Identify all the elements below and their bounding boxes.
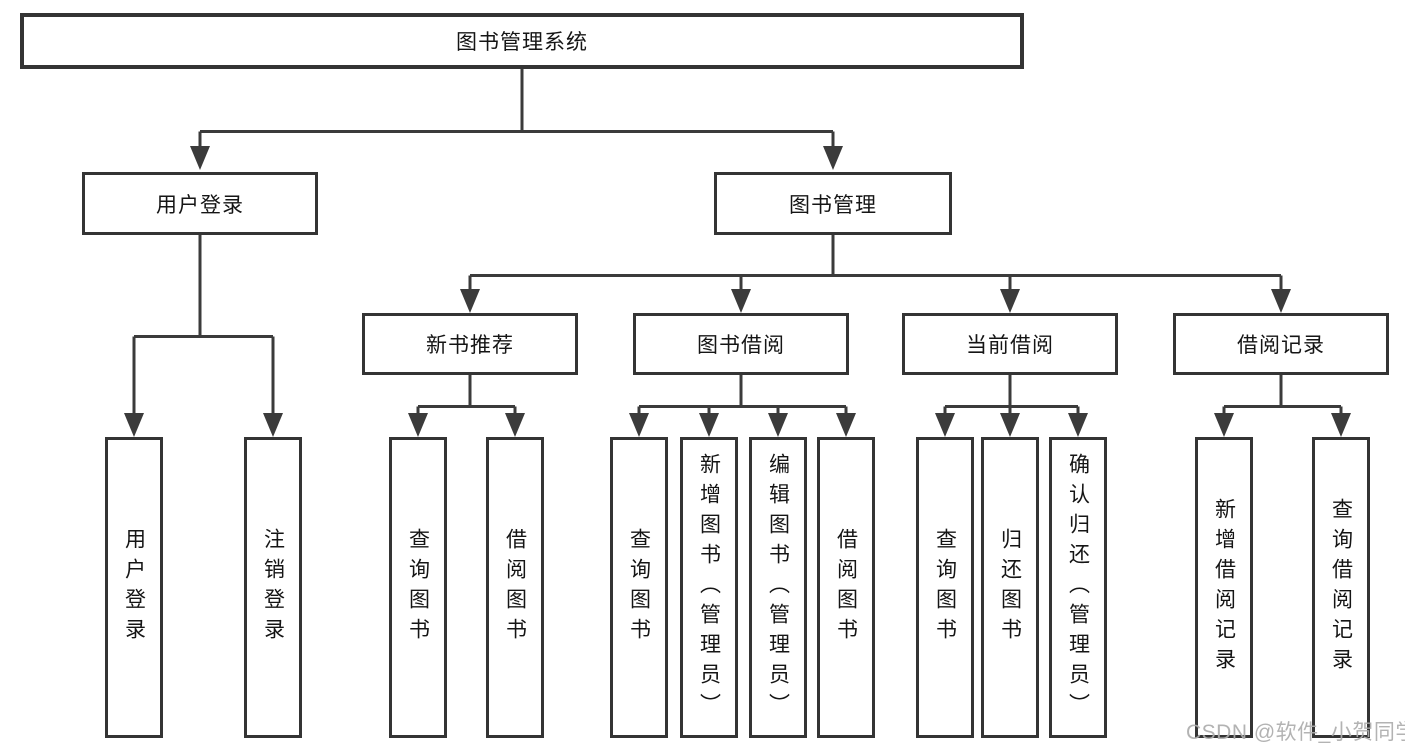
leaf-query-borrow-record-label: 查询借阅记录: [1329, 497, 1353, 678]
leaf-add-book-admin: 新增图书（管理员）: [680, 437, 738, 738]
arrowhead-icon: [1271, 289, 1291, 313]
leaf-user-login: 用户登录: [105, 437, 163, 738]
leaf-logout-label: 注销登录: [261, 527, 285, 648]
arrowhead-icon: [836, 413, 856, 437]
connector-recommend-to-leaves: [408, 375, 525, 437]
leaf-add-book-admin-label: 新增图书（管理员）: [697, 452, 721, 723]
leaf-borrow-book-label: 借阅图书: [834, 527, 858, 648]
arrowhead-icon: [408, 413, 428, 437]
node-new-book-recommend: 新书推荐: [362, 313, 578, 375]
leaf-recommend-borrow-book: 借阅图书: [486, 437, 544, 738]
arrowhead-icon: [731, 289, 751, 313]
node-root-label: 图书管理系统: [456, 31, 588, 54]
arrowhead-icon: [699, 413, 719, 437]
connector-borrow-to-leaves: [629, 375, 856, 437]
leaf-user-login-label: 用户登录: [122, 527, 146, 648]
node-new-book-recommend-label: 新书推荐: [426, 334, 514, 357]
node-book-borrow-label: 图书借阅: [697, 334, 785, 357]
leaf-return-book: 归还图书: [981, 437, 1039, 738]
connector-management-to-level3: [460, 235, 1291, 313]
leaf-add-borrow-record-label: 新增借阅记录: [1212, 497, 1236, 678]
arrowhead-icon: [1000, 413, 1020, 437]
node-user-login-label: 用户登录: [156, 193, 244, 217]
node-book-management-label: 图书管理: [789, 193, 877, 217]
node-current-borrow: 当前借阅: [902, 313, 1118, 375]
leaf-query-borrow-record: 查询借阅记录: [1312, 437, 1370, 738]
node-borrow-record-label: 借阅记录: [1237, 334, 1325, 357]
arrowhead-icon: [190, 146, 210, 170]
arrowhead-icon: [124, 413, 144, 437]
leaf-recommend-query-book-label: 查询图书: [406, 527, 430, 648]
leaf-edit-book-admin: 编辑图书（管理员）: [749, 437, 807, 738]
leaf-borrow-book: 借阅图书: [817, 437, 875, 738]
leaf-add-borrow-record: 新增借阅记录: [1195, 437, 1253, 738]
leaf-logout: 注销登录: [244, 437, 302, 738]
node-current-borrow-label: 当前借阅: [966, 334, 1054, 357]
arrowhead-icon: [1000, 289, 1020, 313]
arrowhead-icon: [823, 146, 843, 170]
leaf-edit-book-admin-label: 编辑图书（管理员）: [766, 452, 790, 723]
arrowhead-icon: [1068, 413, 1088, 437]
watermark: CSDN @软件_小贺同学: [1186, 721, 1405, 744]
connector-root-to-level2: [190, 69, 843, 170]
leaf-confirm-return-admin: 确认归还（管理员）: [1049, 437, 1107, 738]
leaf-return-book-label: 归还图书: [998, 527, 1022, 648]
arrowhead-icon: [263, 413, 283, 437]
leaf-current-query-book: 查询图书: [916, 437, 974, 738]
node-book-borrow: 图书借阅: [633, 313, 849, 375]
arrowhead-icon: [1331, 413, 1351, 437]
connector-current-to-leaves: [935, 375, 1088, 437]
leaf-borrow-query-book-label: 查询图书: [627, 527, 651, 648]
arrowhead-icon: [460, 289, 480, 313]
connector-record-to-leaves: [1214, 375, 1351, 437]
node-borrow-record: 借阅记录: [1173, 313, 1389, 375]
leaf-borrow-query-book: 查询图书: [610, 437, 668, 738]
connector-login-to-leaves: [124, 235, 283, 437]
arrowhead-icon: [768, 413, 788, 437]
node-root: 图书管理系统: [20, 13, 1024, 69]
leaf-confirm-return-admin-label: 确认归还（管理员）: [1066, 452, 1090, 723]
arrowhead-icon: [1214, 413, 1234, 437]
leaf-recommend-borrow-book-label: 借阅图书: [503, 527, 527, 648]
arrowhead-icon: [629, 413, 649, 437]
node-user-login: 用户登录: [82, 172, 318, 235]
arrowhead-icon: [505, 413, 525, 437]
leaf-current-query-book-label: 查询图书: [933, 527, 957, 648]
leaf-recommend-query-book: 查询图书: [389, 437, 447, 738]
arrowhead-icon: [935, 413, 955, 437]
node-book-management: 图书管理: [714, 172, 952, 235]
